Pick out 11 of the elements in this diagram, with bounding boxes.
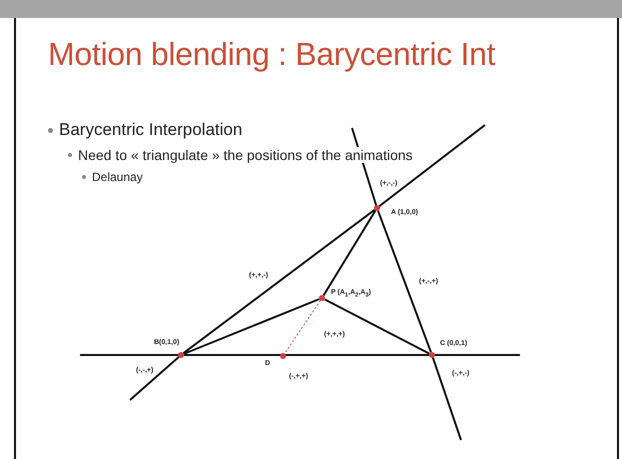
line bbox=[322, 210, 376, 296]
bullet-text: Barycentric Interpolation bbox=[59, 120, 242, 140]
line bbox=[377, 210, 432, 353]
line bbox=[324, 298, 430, 354]
line bbox=[184, 354, 429, 356]
dashed-line bbox=[284, 300, 321, 354]
line bbox=[182, 209, 376, 354]
line bbox=[183, 298, 320, 355]
bullet-text: Need to « triangulate » the positions of the animations bbox=[78, 147, 413, 163]
bullet-text: Delaunay bbox=[92, 170, 143, 184]
slide-title: Motion blending : Barycentric Int bbox=[48, 36, 496, 73]
